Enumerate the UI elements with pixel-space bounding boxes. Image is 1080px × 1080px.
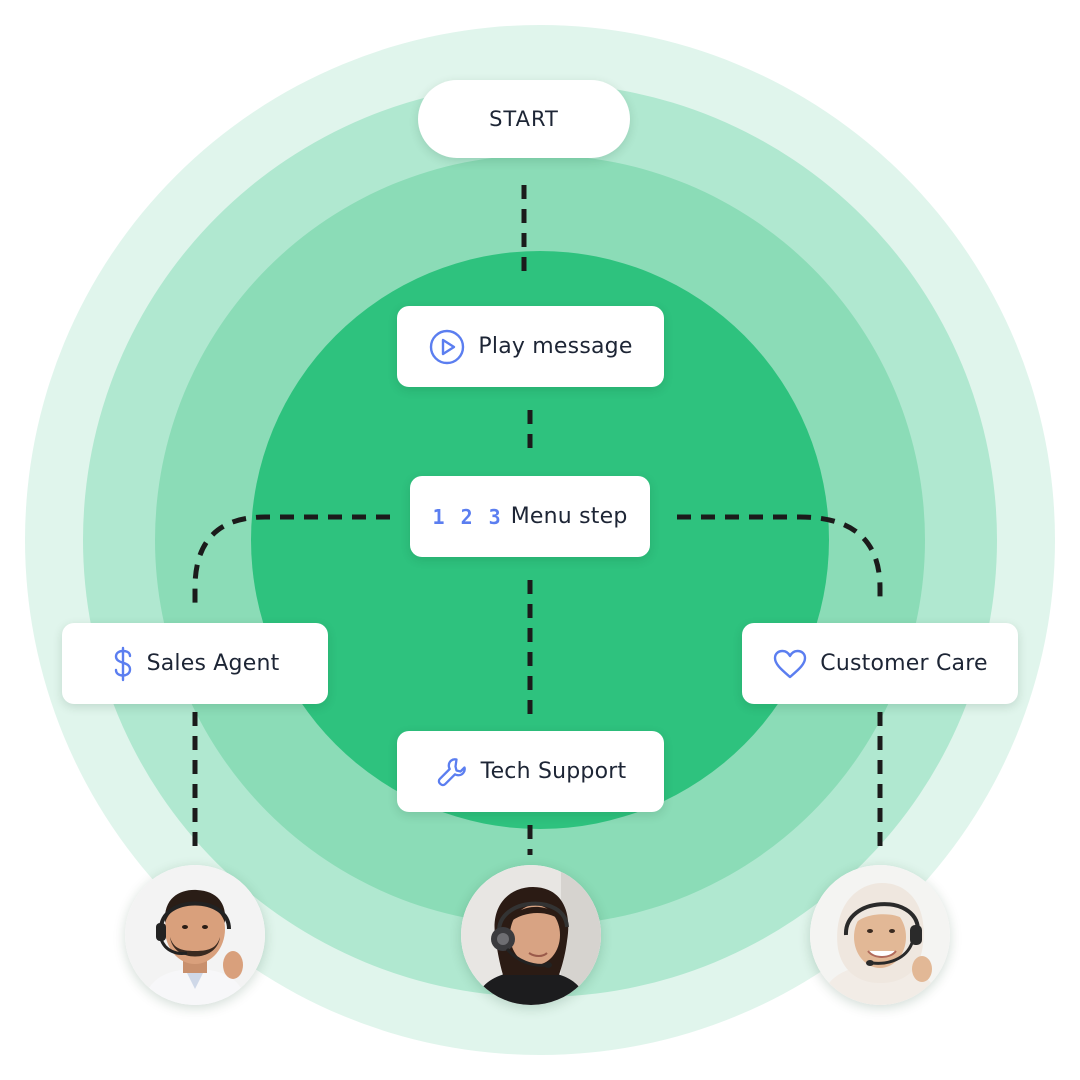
play-message-label: Play message <box>478 334 633 359</box>
sales-agent-avatar <box>125 865 265 1005</box>
number-keypad-icon: 1 2 3 <box>432 504 503 529</box>
sales-agent-node[interactable]: Sales Agent <box>62 623 328 704</box>
tech-support-avatar <box>461 865 601 1005</box>
agent-man-headset-icon <box>125 865 265 1005</box>
sales-agent-label: Sales Agent <box>146 651 280 676</box>
play-message-node[interactable]: Play message <box>397 306 664 387</box>
connector-menu-care <box>677 514 883 604</box>
dollar-icon <box>111 646 135 682</box>
tech-support-label: Tech Support <box>480 759 627 784</box>
agent-woman-headset-icon <box>461 865 601 1005</box>
connector-menu-sales <box>192 514 390 604</box>
start-node[interactable]: START <box>418 80 630 158</box>
start-label: START <box>489 107 559 131</box>
customer-care-avatar <box>810 865 950 1005</box>
play-circle-icon <box>428 328 466 366</box>
heart-icon <box>772 648 808 680</box>
tech-support-node[interactable]: Tech Support <box>397 731 664 812</box>
customer-care-label: Customer Care <box>820 651 988 676</box>
menu-step-node[interactable]: 1 2 3 Menu step <box>410 476 650 557</box>
wrench-icon <box>435 755 469 789</box>
menu-step-label: Menu step <box>510 504 628 529</box>
customer-care-node[interactable]: Customer Care <box>742 623 1018 704</box>
agent-woman-hijab-headset-icon <box>810 865 950 1005</box>
connectors <box>192 185 883 855</box>
